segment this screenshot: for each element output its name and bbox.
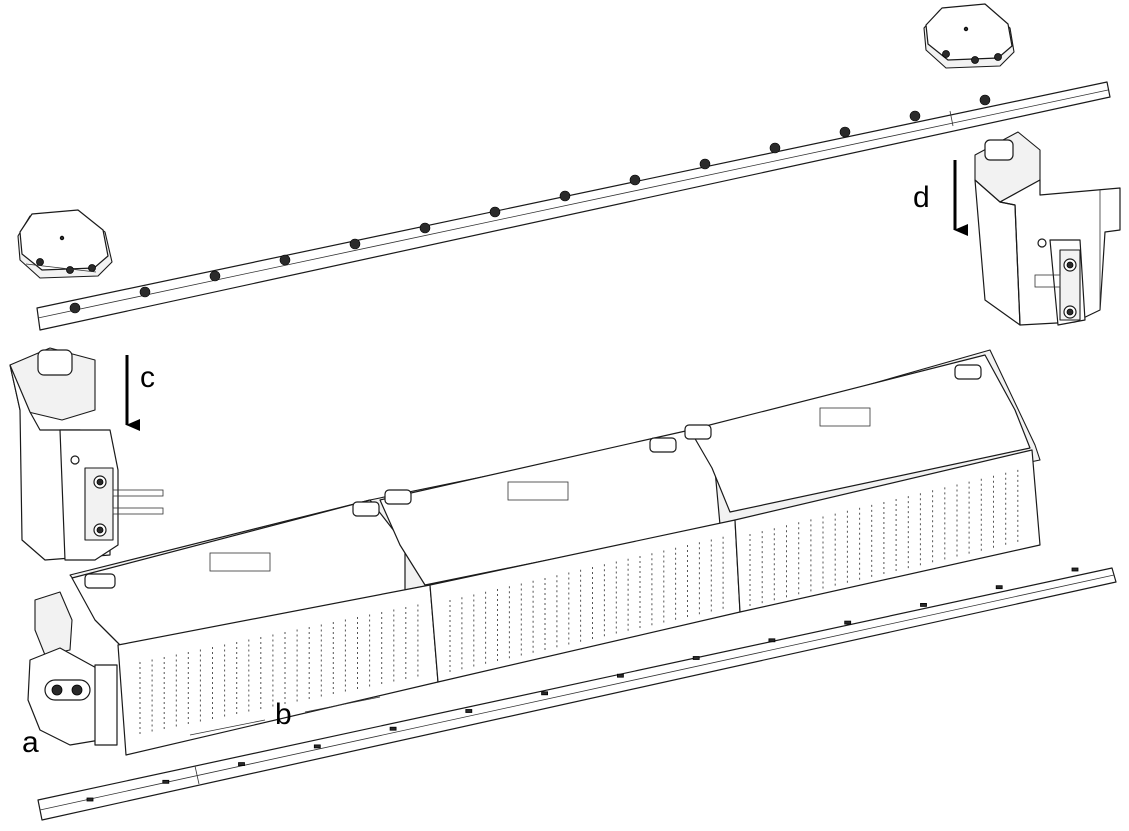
rail-slot bbox=[238, 762, 245, 766]
rail-slot bbox=[995, 585, 1003, 590]
rail-slot bbox=[162, 779, 170, 784]
rail-hole bbox=[839, 126, 851, 138]
rail-slot bbox=[389, 726, 397, 731]
rail-hole bbox=[489, 206, 501, 218]
rail-slot bbox=[541, 691, 548, 696]
rail-slot bbox=[920, 603, 927, 607]
rail-slot bbox=[465, 709, 473, 713]
label-a: a bbox=[22, 726, 39, 759]
rail-hole bbox=[629, 174, 641, 186]
rail-hole bbox=[139, 286, 151, 298]
rail-hole bbox=[979, 94, 991, 106]
bottom-rail bbox=[37, 567, 1117, 821]
rail-slot bbox=[86, 797, 94, 802]
top-rail-holes bbox=[69, 94, 991, 314]
rail-slot bbox=[692, 656, 700, 660]
end-connector bbox=[27, 591, 118, 746]
rail-hole bbox=[909, 110, 921, 122]
left-corner-pad bbox=[17, 209, 113, 279]
top-rail bbox=[36, 81, 1111, 331]
rail-hole bbox=[209, 270, 221, 282]
rail-hole bbox=[769, 142, 781, 154]
rail-slot bbox=[313, 744, 321, 749]
right-end-bracket bbox=[974, 131, 1121, 326]
rail-hole bbox=[699, 158, 711, 170]
rail-hole bbox=[559, 190, 571, 202]
rail-hole bbox=[69, 302, 81, 314]
rail-hole bbox=[279, 254, 291, 266]
battery-module-body bbox=[69, 349, 1041, 756]
bottom-rail-slots bbox=[86, 567, 1079, 802]
rail-hole bbox=[419, 222, 431, 234]
label-d: d bbox=[913, 181, 930, 214]
rail-slot bbox=[1071, 567, 1079, 572]
label-c: c bbox=[140, 361, 155, 394]
leader-line-b bbox=[189, 719, 266, 736]
rail-slot bbox=[617, 673, 624, 678]
rail-slot bbox=[844, 620, 852, 625]
rail-slot bbox=[768, 638, 776, 643]
leader-line-b-right bbox=[304, 696, 381, 713]
label-b: b bbox=[275, 698, 292, 731]
left-end-bracket bbox=[9, 347, 164, 561]
right-corner-pad bbox=[923, 3, 1015, 69]
rail-hole bbox=[349, 238, 361, 250]
